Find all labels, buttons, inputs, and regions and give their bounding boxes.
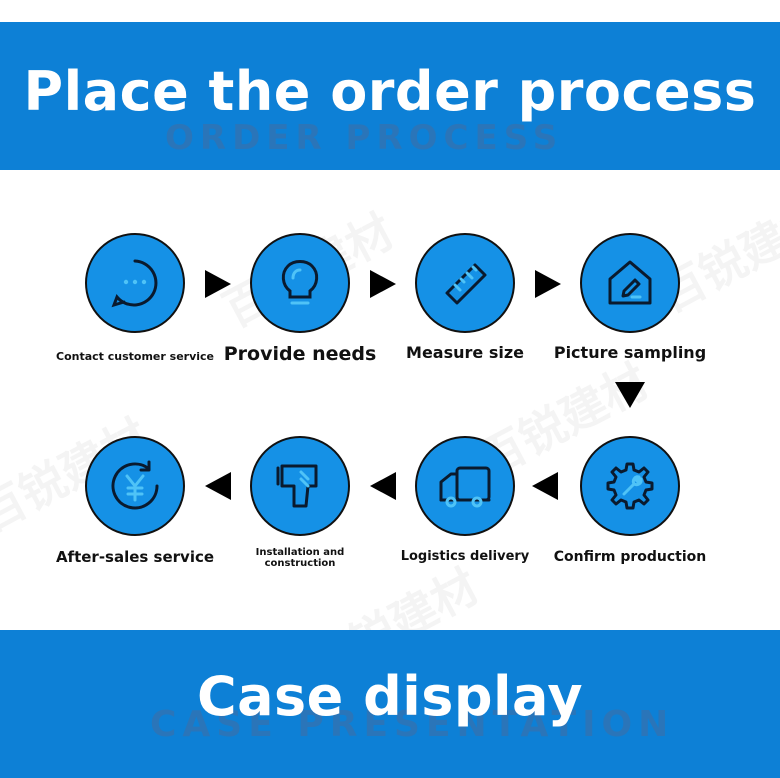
- step-label: Logistics delivery: [400, 549, 530, 564]
- header-ghost-text: ORDER PROCESS: [165, 118, 564, 158]
- step-label: Installation and construction: [255, 547, 345, 569]
- step-label: Measure size: [406, 343, 524, 362]
- footer-ghost-text: CASE PRESENTATION: [150, 704, 675, 745]
- step-circle: [415, 436, 515, 536]
- step-circle: [250, 436, 350, 536]
- arrow-right-icon: [535, 270, 561, 298]
- section-title: Case display: [196, 664, 584, 728]
- step-confirm-production: Confirm production: [550, 436, 710, 565]
- chat-bubble-icon: [111, 259, 158, 308]
- step-circle: [85, 436, 185, 536]
- step-provide-needs: Provide needs: [220, 233, 380, 365]
- drill-icon: [276, 464, 318, 508]
- step-picture-sampling: Picture sampling: [550, 233, 710, 362]
- step-installation-construction: Installation and construction: [220, 436, 380, 569]
- arrow-right-icon: [205, 270, 231, 298]
- lightbulb-icon: [281, 260, 319, 305]
- yen-refresh-icon: [111, 460, 159, 510]
- step-after-sales-service: After-sales service: [55, 436, 215, 566]
- arrow-right-icon: [370, 270, 396, 298]
- page-title: Place the order process: [23, 59, 757, 123]
- step-circle: [415, 233, 515, 333]
- house-edit-icon: [608, 260, 652, 305]
- arrow-left-icon: [205, 472, 231, 500]
- step-label: Provide needs: [223, 343, 377, 365]
- ruler-icon: [445, 263, 487, 305]
- step-label: Picture sampling: [553, 343, 707, 362]
- footer-banner: CASE PRESENTATION Case display: [0, 630, 780, 778]
- step-measure-size: Measure size: [385, 233, 545, 362]
- arrow-left-icon: [532, 472, 558, 500]
- step-circle: [85, 233, 185, 333]
- step-circle: [580, 436, 680, 536]
- truck-icon: [439, 466, 491, 508]
- arrow-down-icon: [615, 382, 645, 408]
- step-label: Confirm production: [553, 549, 707, 565]
- step-circle: [580, 233, 680, 333]
- step-circle: [250, 233, 350, 333]
- header-banner: ORDER PROCESS Place the order process: [0, 22, 780, 170]
- arrow-left-icon: [370, 472, 396, 500]
- step-label: Contact customer service: [56, 350, 214, 363]
- step-label: After-sales service: [55, 548, 215, 566]
- step-contact-customer-service: Contact customer service: [55, 233, 215, 363]
- step-logistics-delivery: Logistics delivery: [385, 436, 545, 564]
- gear-wrench-icon: [606, 462, 654, 510]
